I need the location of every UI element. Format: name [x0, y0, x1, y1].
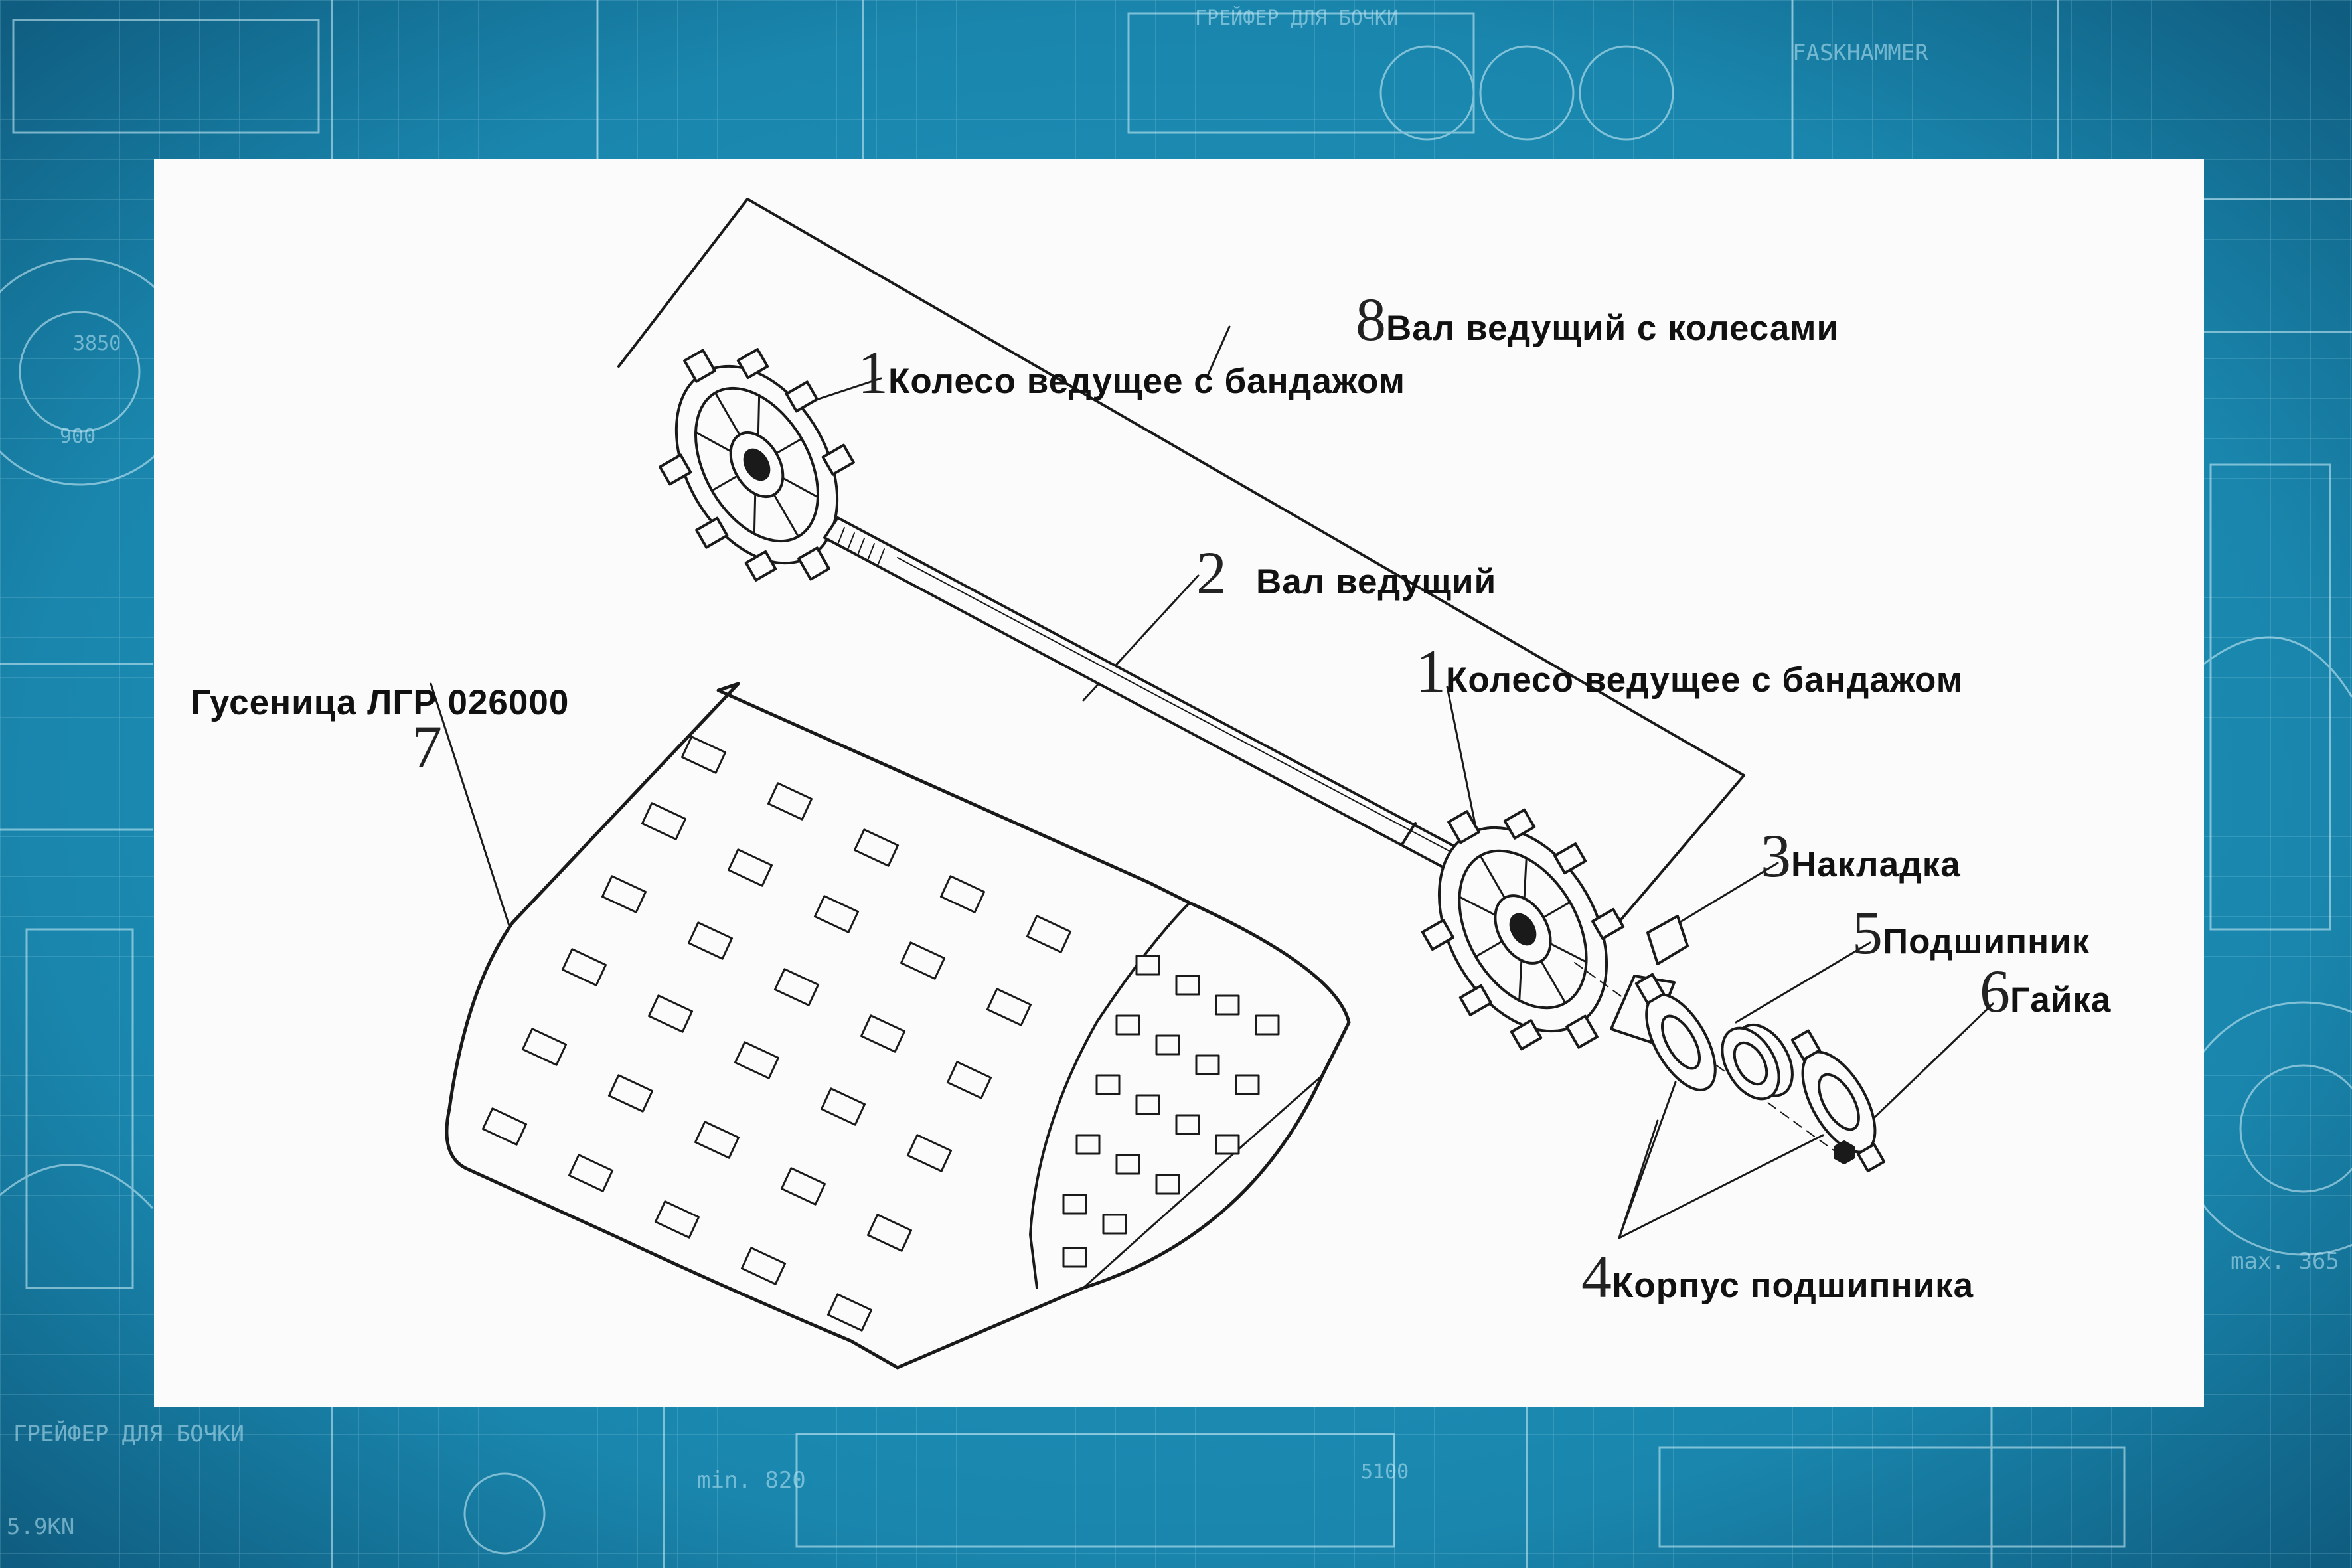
callout-drive-wheel-right: 1 Колесо ведущее с бандажом — [1415, 636, 1963, 706]
callout-number: 1 — [858, 339, 888, 406]
assembly-bracket — [617, 198, 1745, 929]
drive-wheel-right — [1421, 808, 1625, 1051]
bearing — [1721, 1023, 1794, 1101]
callout-shaft-with-wheels: 8 Вал ведущий с колесами — [1356, 284, 1839, 354]
exploded-assembly-drawing — [430, 198, 1994, 1370]
callout-number: 1 — [1415, 637, 1446, 705]
callout-number: 5 — [1852, 899, 1883, 967]
callout-bearing: 5 Подшипник — [1852, 898, 2090, 968]
callout-label: Корпус подшипника — [1612, 1266, 1974, 1305]
callout-label: Колесо ведущее с бандажом — [888, 362, 1405, 401]
callout-track-label: Гусеница ЛГР 026000 — [191, 682, 569, 723]
bg-text: min. 820 — [697, 1467, 806, 1494]
bg-text: 5.9KN — [7, 1514, 75, 1540]
drive-wheel-left — [659, 348, 855, 582]
callout-number: 2 — [1196, 539, 1227, 607]
callout-nut: 6 Гайка — [1980, 956, 2111, 1026]
callout-drive-wheel-left: 1 Колесо ведущее с бандажом — [858, 337, 1405, 408]
callout-number: 6 — [1980, 957, 2010, 1025]
bg-text: max. 365 — [2231, 1248, 2339, 1275]
bg-text: 5100 — [1361, 1460, 1409, 1484]
callout-label: Подшипник — [1883, 922, 2090, 961]
callout-track-number: 7 — [412, 712, 442, 782]
callout-label: Гайка — [2010, 980, 2112, 1020]
callout-drive-shaft: 2 Вал ведущий — [1196, 538, 1496, 608]
bg-text: FASKHAMMER — [1792, 40, 1928, 66]
bg-text: 900 — [60, 425, 96, 448]
callout-label: Накладка — [1791, 845, 1961, 884]
callout-number: 3 — [1761, 822, 1791, 890]
callout-label: Вал ведущий с колесами — [1386, 309, 1840, 348]
bearing-housing-1 — [1634, 973, 1717, 1091]
callout-number: 8 — [1356, 285, 1386, 353]
diagram-panel: 8 Вал ведущий с колесами 1 Колесо ведуще… — [154, 159, 2204, 1407]
nut — [1834, 1140, 1855, 1164]
callout-label: Гусеница ЛГР 026000 — [191, 683, 570, 722]
bg-text: ГРЕЙФЕР ДЛЯ БОЧКИ — [13, 1421, 244, 1447]
callout-label: Колесо ведущее с бандажом — [1446, 661, 1963, 700]
callout-number: 4 — [1581, 1243, 1612, 1310]
bg-text: 3850 — [73, 332, 121, 355]
bearing-housing-2 — [1790, 1029, 1886, 1172]
callout-number: 7 — [412, 713, 442, 781]
callout-cover-plate: 3 Накладка — [1761, 821, 1961, 891]
bg-text: ГРЕЙФЕР ДЛЯ БОЧКИ — [1195, 7, 1399, 30]
rubber-track — [445, 682, 1351, 1370]
callout-label: Вал ведущий — [1256, 562, 1497, 601]
callout-bearing-housing: 4 Корпус подшипника — [1581, 1241, 1974, 1312]
